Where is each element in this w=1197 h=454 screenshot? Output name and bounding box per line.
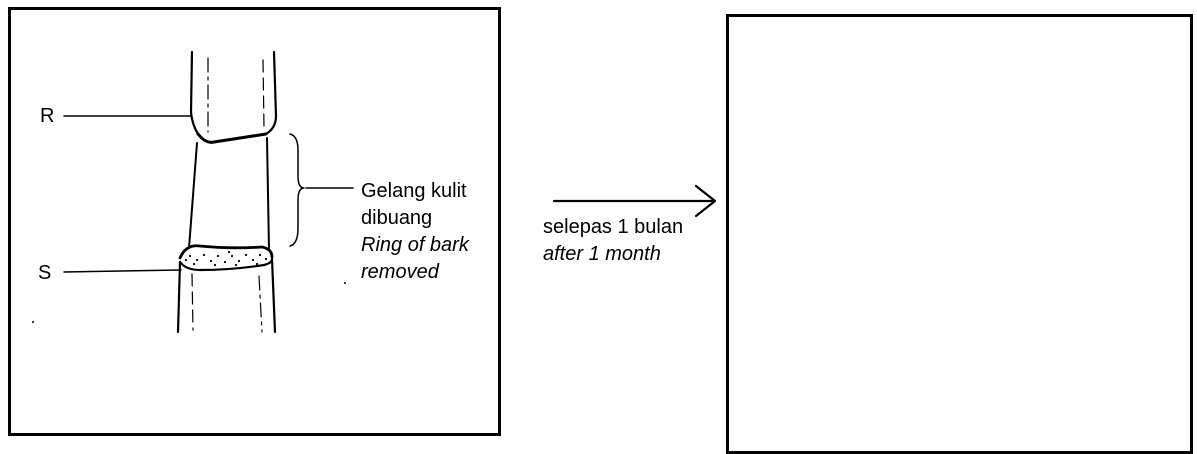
swelling-bottom [178, 257, 274, 272]
specks [32, 282, 346, 323]
upper-stem-left-edge [189, 50, 200, 136]
lower-stem-bark-line-2 [258, 275, 263, 333]
exposed-wood-right-edge [266, 137, 270, 251]
ring-label-malay: Gelang kulit [361, 180, 467, 202]
arrowhead [694, 184, 717, 218]
arrow-label-malay: selepas 1 bulan [543, 216, 684, 238]
swelling-top [178, 244, 274, 260]
ring-bracket [289, 133, 305, 247]
arrow-label-english: after 1 month [543, 243, 661, 265]
exposed-wood-left-edge [188, 142, 198, 249]
before-panel [8, 7, 501, 436]
upper-stem-bark-line-2 [262, 59, 265, 129]
ring-label-malay-2: dibuang [361, 207, 433, 229]
s-leader-line [63, 269, 182, 273]
label-s: S [38, 262, 52, 284]
upper-cut-edge [196, 132, 268, 144]
lower-stem-bark-line [191, 273, 194, 331]
stem-drawing [32, 50, 717, 334]
lower-stem-left-edge [176, 260, 182, 334]
swelling-stipple [184, 250, 268, 267]
lower-stem-right-edge [270, 257, 277, 334]
ring-label-english: Ring of bark [361, 234, 469, 256]
after-panel-blank [726, 14, 1193, 454]
ring-label-english-2: removed [361, 261, 439, 283]
label-r: R [40, 105, 55, 127]
upper-stem-right-edge [264, 50, 278, 136]
